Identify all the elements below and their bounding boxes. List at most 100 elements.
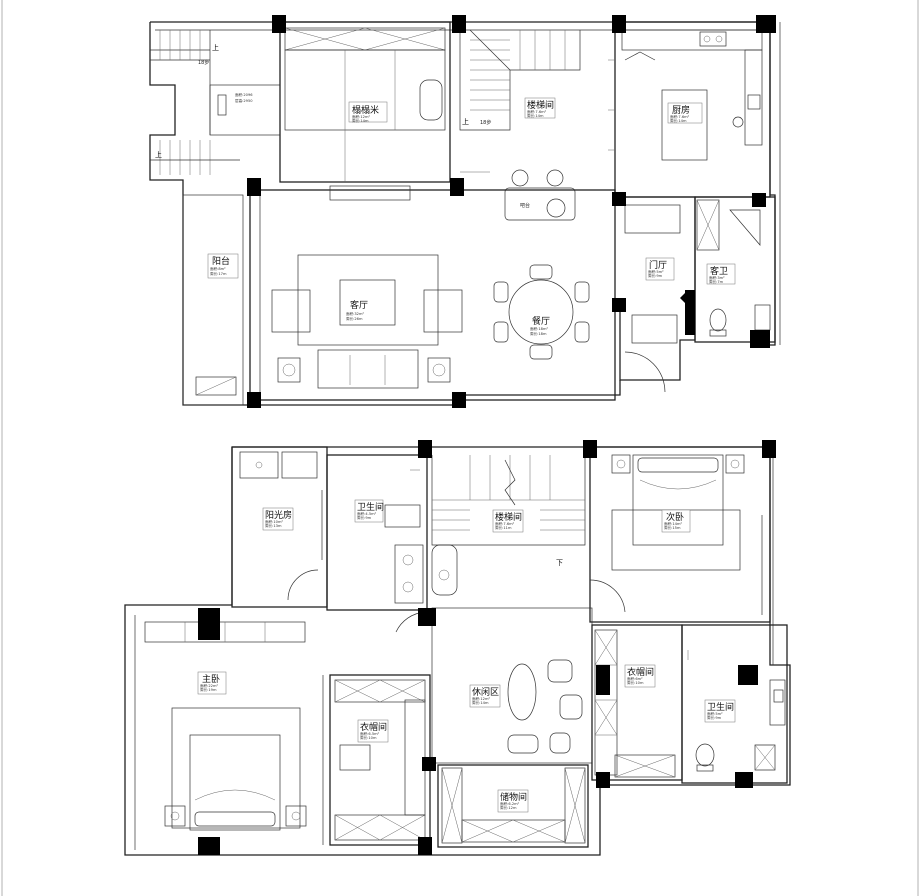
tatami-sub2: 周长:14m [352, 118, 369, 123]
leisure-label [469, 684, 501, 708]
leisure-chair-3 [507, 734, 539, 754]
bar-name: 吧台 [520, 202, 530, 209]
living-rug [297, 254, 439, 346]
kitchen-name: 厨房 [672, 104, 690, 116]
tatami-table [419, 79, 443, 121]
upper-columns [247, 15, 776, 408]
closet-right-name: 衣帽间 [627, 666, 654, 678]
living-name: 客厅 [350, 299, 368, 311]
bar-area [460, 169, 576, 221]
storage-label [497, 789, 529, 813]
kitchen-island [661, 89, 708, 161]
foyer-label [645, 257, 675, 281]
bath-upper-vanity [394, 544, 424, 604]
sunroom-name: 阳光房 [265, 509, 292, 521]
bath-right-vanity [769, 679, 786, 726]
master-nightstand-left [164, 805, 186, 827]
foyer-walls [615, 196, 696, 381]
upper-outer-wall-left [149, 22, 621, 406]
balcony-label [207, 253, 239, 279]
leisure-chair-2 [559, 694, 583, 720]
living-sub2: 周长:26m [346, 316, 363, 321]
balcony-room [182, 194, 244, 406]
bath-right-name: 卫生间 [707, 701, 734, 713]
second-bed-name: 次卧 [666, 511, 684, 523]
stair-top [459, 29, 581, 131]
bath-right-sub1: 面积:5m² [707, 711, 723, 716]
down-marker: 下 [556, 559, 563, 567]
side-table-right [427, 357, 451, 383]
tatami-label [348, 101, 388, 123]
leisure-name: 休闲区 [472, 686, 499, 698]
stair-bottom-label [492, 509, 524, 533]
storage-name: 储物间 [500, 791, 527, 803]
lower-columns [198, 440, 776, 855]
kitchen-sub2: 周长:14m [670, 118, 687, 123]
master-sub2: 周长:19m [200, 687, 217, 692]
kitchen-sub1: 面积:7.6m² [670, 114, 690, 119]
second-bed-sub2: 周长:15m [664, 525, 681, 530]
leisure-sub1: 面积:12m² [472, 696, 490, 701]
guest-bath-corner [729, 209, 761, 246]
bath-right [681, 624, 788, 784]
closet-left-label [357, 719, 389, 743]
stair-top-sub1: 面积:7.6m² [527, 109, 547, 114]
tv-cabinet [329, 185, 411, 201]
second-bed-room [589, 446, 771, 623]
foyer-sub2: 周长:9m [648, 273, 663, 278]
bath-right-label [704, 699, 736, 723]
closet-right-sub1: 面积:6m² [627, 676, 643, 681]
bath-right-sub2: 周长:9m [707, 715, 722, 720]
tatami-platform [284, 49, 446, 131]
steps-marker: 18步 [480, 120, 491, 126]
closet-left-ottoman [339, 744, 371, 771]
armchair-left [271, 289, 311, 333]
second-bed-sub1: 面积:14m² [664, 521, 682, 526]
up-marker-mid: 上 [155, 150, 162, 159]
guest-bath-name: 客卫 [710, 265, 728, 277]
living-sub1: 面积:32m² [346, 311, 364, 316]
coffee-table [339, 279, 396, 326]
kitchen-stove [699, 31, 727, 47]
foyer-bench [624, 204, 681, 234]
guest-bath-sub2: 周长:7m [709, 279, 724, 284]
guest-bath-shower [696, 199, 720, 251]
stair-bottom-sub2: 周长:11m [495, 525, 512, 530]
kitchen-sink [747, 94, 761, 110]
kitchen-hood [624, 51, 656, 61]
closet-right-label [624, 664, 656, 688]
sunroom-sub1: 面积:10m² [265, 519, 283, 524]
stair-top-name: 楼梯间 [527, 99, 554, 111]
guest-bath [694, 196, 776, 343]
stair-top-label [524, 97, 556, 119]
kitchen-counter-top [621, 29, 763, 51]
sunroom-sink [239, 451, 279, 479]
bath-upper-label [354, 499, 384, 523]
master-nightstand-right [285, 805, 307, 827]
storage-sub1: 面积:6.2m² [500, 801, 520, 806]
second-bed-label [661, 509, 691, 533]
tatami-sub1: 面积:12m² [352, 114, 370, 119]
living-area [249, 189, 616, 401]
balcony-name: 阳台 [212, 255, 230, 267]
master-sub1: 面积:22m² [200, 683, 218, 688]
bath-upper-sub2: 周长:9m [357, 515, 372, 520]
second-bed-bed [632, 454, 724, 546]
storage-room [437, 764, 589, 848]
sunroom-counter [281, 451, 318, 479]
guest-toilet [709, 308, 727, 332]
up-stair-marker: 上 [462, 117, 469, 126]
balcony-sub2: 周长:17m [210, 271, 227, 276]
armchair-right [423, 289, 463, 333]
master-label [197, 671, 227, 695]
dining-table [493, 264, 590, 360]
up-marker-top: 上 [212, 43, 219, 52]
bath-right-toilet [695, 743, 715, 767]
master-bed [189, 734, 281, 831]
lower-outer-wall [124, 446, 791, 856]
dining-sub1: 面积:18m² [530, 326, 548, 331]
steps-marker-left: 18步 [198, 60, 209, 66]
closet-left-sub2: 周长:10m [360, 735, 377, 740]
storage-sub2: 层高:2950 [235, 98, 253, 103]
guest-bath-label [706, 263, 736, 285]
